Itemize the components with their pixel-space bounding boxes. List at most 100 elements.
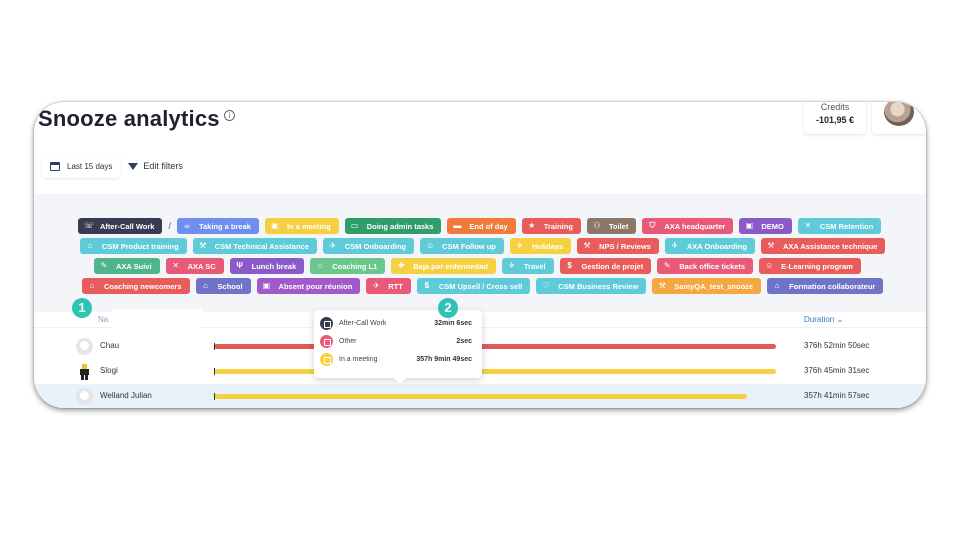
coffee-icon: ☕ <box>183 221 191 230</box>
status-tag[interactable]: ⌂School <box>195 278 251 294</box>
status-tag[interactable]: ⌂ Coaching newcomers <box>82 278 190 294</box>
status-tag[interactable]: ⌂Coaching L1 <box>310 258 386 274</box>
status-tag-label: Formation collaborateur <box>789 281 876 291</box>
status-tag[interactable]: ✈Travel <box>501 258 554 274</box>
tools-icon: ✕ <box>804 221 812 230</box>
status-tag-label: AXA Suivi <box>116 261 152 271</box>
date-range-label: Last 15 days <box>67 161 113 171</box>
wrench-icon: ⚒ <box>767 241 775 250</box>
duration-bar[interactable] <box>214 343 776 350</box>
status-tag[interactable]: ✈CSM Onboarding <box>322 238 415 254</box>
status-tag[interactable]: $Gestion de projet <box>559 258 652 274</box>
funnel-icon <box>128 162 139 170</box>
status-tag[interactable]: ⚒SamyQA_test_snooze <box>652 278 762 294</box>
status-tag[interactable]: ⛉ AXA headquarter <box>642 218 734 234</box>
folder-icon: ▭ <box>350 221 359 230</box>
status-tag-label: AXA headquarter <box>664 221 726 231</box>
legend-row: ☏After-Call Work/☕Taking a break▣In a me… <box>78 218 887 234</box>
shield-icon: ⛉ <box>649 221 656 230</box>
status-tag[interactable]: ⌂Formation collaborateur <box>767 278 884 294</box>
status-tag[interactable]: ▬End of day <box>447 218 516 234</box>
graduation-icon: ⌂ <box>89 281 95 290</box>
people-icon: ⚇ <box>593 221 601 230</box>
status-tag[interactable]: ♡CSM Business Review <box>536 278 647 294</box>
status-tag[interactable]: ✈AXA Onboarding <box>664 238 755 254</box>
status-tag-label: Toilet <box>608 221 629 231</box>
status-tag[interactable]: ▭Doing admin tasks <box>344 218 442 234</box>
user-icon: ☺ <box>426 241 435 250</box>
status-tag-label: CSM Business Review <box>558 281 639 291</box>
status-tag[interactable]: ⚒NPS / Reviews <box>577 238 659 254</box>
plane-icon: ✈ <box>329 241 337 250</box>
duration-value: 357h 41min 57sec <box>804 391 870 400</box>
credits-box[interactable]: Credits -101,95 € <box>804 102 866 134</box>
edit-filters-label: Edit filters <box>143 161 183 171</box>
status-tag[interactable]: ✎Back office tickets <box>657 258 754 274</box>
duration-bar[interactable] <box>214 393 747 400</box>
status-dot-icon <box>320 335 333 348</box>
bar-start-tick <box>214 368 215 375</box>
status-tag[interactable]: ★Training <box>521 218 581 234</box>
date-range-button[interactable]: Last 15 days <box>42 154 121 178</box>
status-tag-label: CSM Product training <box>102 241 179 251</box>
status-tag[interactable]: ▣DEMO <box>739 218 792 234</box>
status-tag[interactable]: ✈Holidays <box>509 238 572 254</box>
status-tag[interactable]: ☺E-Learning program <box>759 258 861 274</box>
graduation-icon: ⌂ <box>87 241 93 250</box>
status-tag-label: CSM Technical Assistance <box>214 241 309 251</box>
status-tag[interactable]: ⚇ Toilet <box>586 218 637 234</box>
status-tag[interactable]: ✕AXA SC <box>165 258 224 274</box>
status-tag-label: End of day <box>469 221 508 231</box>
status-tag[interactable]: ⚒CSM Technical Assistance <box>192 238 317 254</box>
status-tag[interactable]: ☕Taking a break <box>176 218 259 234</box>
status-tag[interactable]: ▣ In a meeting <box>264 218 339 234</box>
status-tag-label: CSM Retention <box>819 221 874 231</box>
graduation-icon: ⌂ <box>203 281 208 290</box>
edit-filters-button[interactable]: Edit filters <box>128 161 183 171</box>
avatar <box>76 338 93 355</box>
status-tag[interactable]: $CSM Upsell / Cross sell <box>416 278 531 294</box>
user-icon: ☺ <box>765 261 774 270</box>
user-name: Chau <box>100 341 120 350</box>
status-tag[interactable]: ✎AXA Suivi <box>94 258 160 274</box>
duration-column-header[interactable]: Duration ⌄ <box>804 315 844 324</box>
status-tag[interactable]: ▣Absent pour réunion <box>256 278 361 294</box>
status-tag-label: Coaching newcomers <box>104 281 182 291</box>
user-menu[interactable] <box>872 102 926 134</box>
user-name: Welland Julian <box>100 391 152 400</box>
status-tag-label: Coaching L1 <box>332 261 378 271</box>
bandage-icon: ✚ <box>397 261 405 270</box>
briefcase-icon: ▣ <box>271 221 279 230</box>
legend-row: ⌂ Coaching newcomers ⌂School ▣Absent pour r… <box>82 278 889 294</box>
tooltip-value: 2sec <box>456 338 472 345</box>
status-tag[interactable]: ✈ RTT <box>366 278 411 294</box>
table-row[interactable]: Welland Julian 357h 41min 57sec <box>34 384 926 408</box>
tools-icon: ✕ <box>172 261 179 270</box>
status-tag[interactable]: ✕ CSM Retention <box>797 218 882 234</box>
status-tag-label: Training <box>543 221 573 231</box>
plane-icon: ✈ <box>372 281 380 290</box>
status-dot-icon <box>320 353 333 366</box>
briefcase-icon: ▣ <box>745 221 754 230</box>
status-tag[interactable]: ⚒AXA Assistance technique <box>760 238 886 254</box>
status-tag-label: RTT <box>388 281 403 291</box>
dollar-icon: $ <box>567 261 572 270</box>
status-tag[interactable]: ✚Baja por enfermedad <box>391 258 496 274</box>
status-tag-label: Back office tickets <box>679 261 746 271</box>
status-tag[interactable]: ☺CSM Follow up <box>420 238 504 254</box>
status-tag-label: In a meeting <box>286 221 331 231</box>
duration-bar[interactable] <box>214 368 776 375</box>
status-tag[interactable]: ☏After-Call Work <box>78 218 163 234</box>
status-tag[interactable]: ⌂ CSM Product training <box>80 238 187 254</box>
tooltip-label: Other <box>339 338 357 345</box>
dollar-icon: $ <box>424 281 430 290</box>
tooltip-label: After-Call Work <box>339 320 387 327</box>
info-icon[interactable]: i <box>224 110 235 121</box>
briefcase-icon: ▣ <box>262 281 271 290</box>
